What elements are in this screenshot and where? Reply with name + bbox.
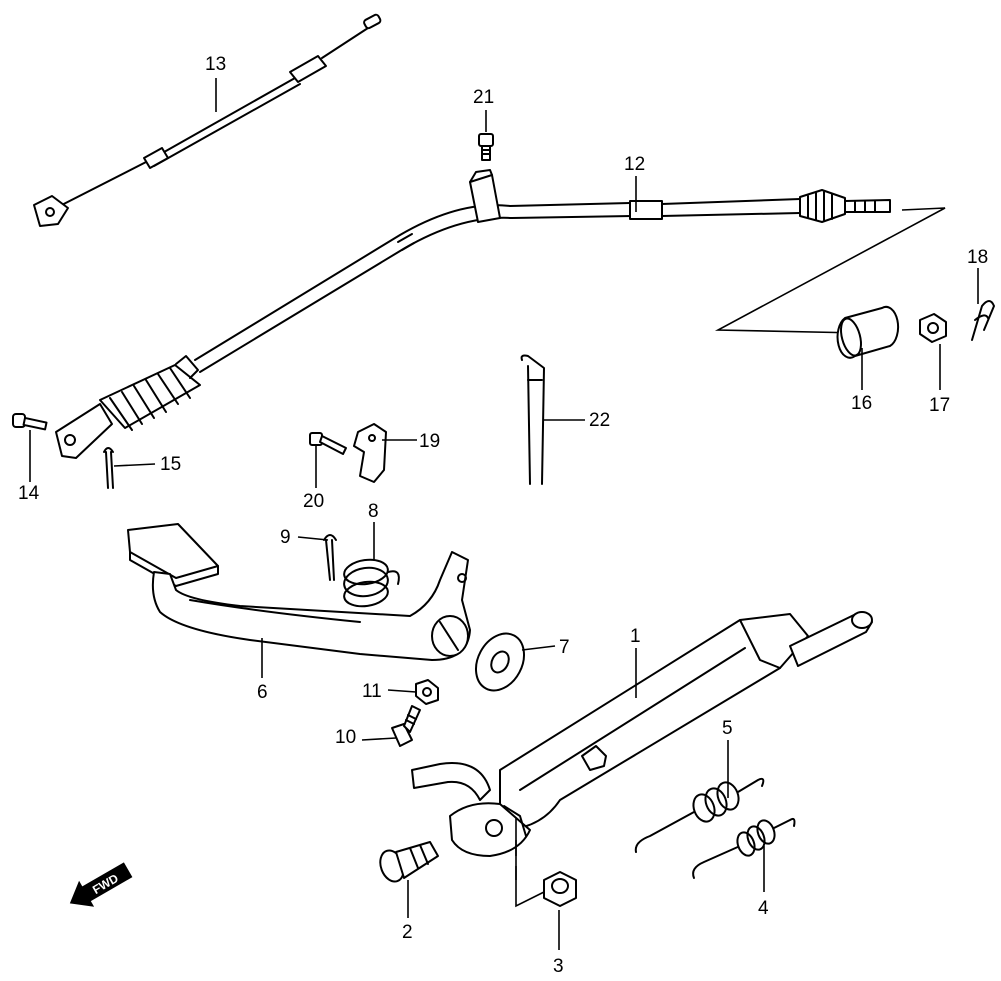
callout-13: 13 bbox=[205, 54, 226, 75]
callout-8: 8 bbox=[368, 501, 379, 522]
part-19-bracket bbox=[353, 423, 387, 483]
callout-3: 3 bbox=[553, 956, 564, 977]
part-21-bolt bbox=[478, 133, 494, 161]
part-20-bolt bbox=[309, 432, 347, 455]
part-17-nut bbox=[919, 313, 947, 343]
part-12-cable bbox=[55, 169, 891, 459]
part-3-nut bbox=[543, 871, 577, 907]
callout-6: 6 bbox=[257, 682, 268, 703]
callout-22: 22 bbox=[589, 410, 610, 431]
part-5-spring bbox=[634, 777, 765, 853]
part-10-bolt bbox=[391, 705, 421, 747]
callout-11: 11 bbox=[362, 681, 382, 702]
part-13-cable bbox=[33, 13, 382, 227]
callout-17: 17 bbox=[929, 395, 950, 416]
part-7-washer bbox=[475, 632, 525, 692]
callout-14: 14 bbox=[18, 483, 40, 504]
part-18-clip bbox=[971, 300, 995, 341]
callout-21: 21 bbox=[473, 87, 494, 108]
part-1-side-stand bbox=[411, 611, 873, 857]
callout-16: 16 bbox=[851, 393, 872, 414]
part-22-rod bbox=[520, 354, 545, 485]
part-15-cotter-pin bbox=[103, 447, 114, 489]
callout-7: 7 bbox=[559, 637, 570, 658]
callout-18: 18 bbox=[967, 247, 988, 268]
callout-labels: 1 2 3 4 5 6 7 8 9 10 11 12 13 14 15 16 1… bbox=[18, 54, 988, 977]
fwd-direction-badge: FWD bbox=[69, 862, 133, 907]
leader-lines bbox=[29, 78, 979, 950]
part-9-cotter-pin bbox=[323, 534, 337, 581]
part-11-nut bbox=[415, 679, 439, 705]
callout-19: 19 bbox=[419, 431, 440, 452]
part-8-spring bbox=[343, 558, 400, 608]
callout-4: 4 bbox=[758, 898, 769, 919]
callout-2: 2 bbox=[402, 922, 413, 943]
callout-20: 20 bbox=[303, 491, 324, 512]
callout-1: 1 bbox=[630, 626, 641, 647]
callout-12: 12 bbox=[624, 154, 645, 175]
arrow-left-icon bbox=[69, 862, 133, 907]
part-2-bolt bbox=[379, 841, 439, 883]
callout-9: 9 bbox=[280, 527, 291, 548]
callout-15: 15 bbox=[160, 454, 181, 475]
callout-5: 5 bbox=[722, 718, 733, 739]
projection-lines bbox=[714, 207, 946, 334]
part-14-bolt bbox=[12, 413, 48, 431]
part-16-pin bbox=[836, 305, 900, 359]
part-4-spring bbox=[692, 817, 796, 879]
callout-10: 10 bbox=[335, 727, 356, 748]
part-6-brake-pedal bbox=[127, 523, 471, 661]
